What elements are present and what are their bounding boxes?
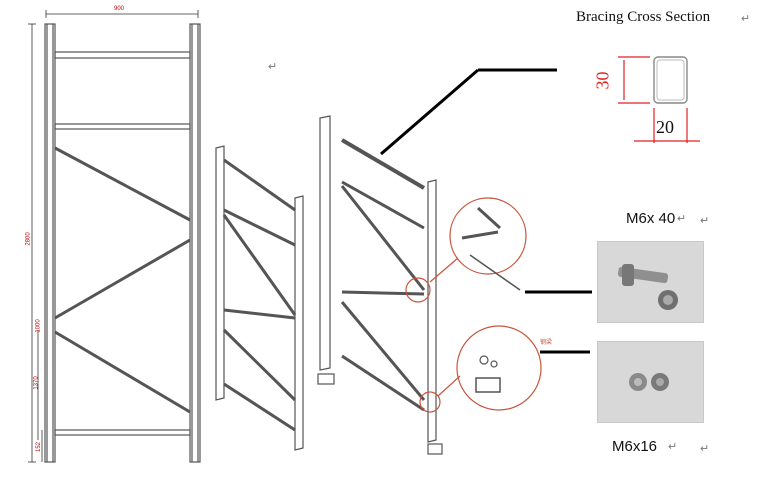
paragraph-mark: ↵ (668, 441, 678, 453)
paragraph-mark: ↵ (268, 61, 278, 73)
callout-origin-bottom (419, 391, 441, 413)
dimension-b-label: 1000 (35, 319, 42, 333)
paragraph-mark: ↵ (677, 213, 687, 225)
upright-frame-exploded (317, 115, 443, 455)
bracing-cross-section (618, 56, 700, 143)
frame-height-label: 2800 (25, 232, 32, 246)
frame-width-label: 900 (114, 6, 125, 12)
callout-text: 钢梁 (540, 340, 553, 346)
paragraph-mark: ↵ (741, 13, 751, 25)
bolt-label-long: M6x 40 (626, 210, 676, 227)
bolt-label-short: M6x16 (612, 438, 658, 455)
upright-frame-front (44, 23, 201, 463)
bolt-photo-short (597, 341, 704, 423)
dimension-lines (28, 10, 199, 463)
paragraph-mark: ↵ (700, 443, 710, 455)
bracing-height-label: 30 (592, 71, 613, 90)
upright-frame-angled (215, 145, 304, 451)
detail-callout-top (449, 197, 527, 275)
paragraph-mark: ↵ (700, 215, 710, 227)
dimension-a-label: 1370 (33, 376, 40, 390)
detail-callout-bottom (456, 325, 542, 411)
dimension-c-label: 152 (36, 441, 43, 453)
bolt-photo-long (597, 241, 704, 323)
bracing-width-label: 20 (656, 117, 674, 137)
bracing-title: Bracing Cross Section (576, 9, 711, 25)
callout-origin-top (405, 277, 431, 303)
